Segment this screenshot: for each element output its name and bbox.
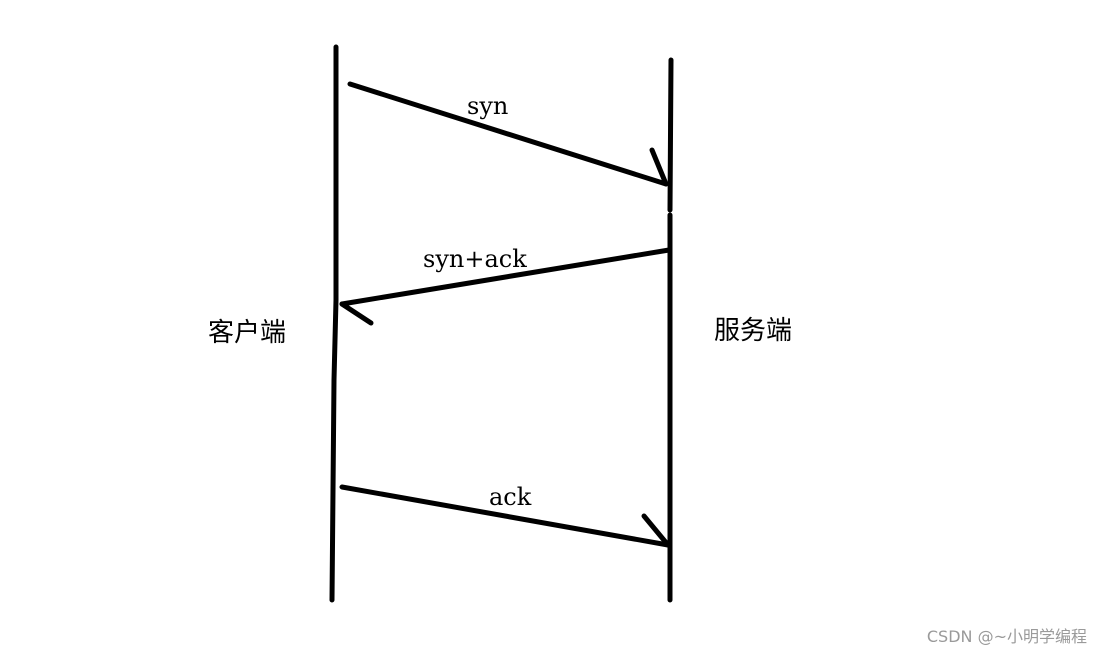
syn-arrowhead [649,147,669,187]
synack-arrow-line [339,247,672,307]
ack-arrowhead [641,513,671,548]
client-label: 客户端 [208,318,287,348]
client-lifeline [329,44,339,603]
syn-label: syn [467,92,509,120]
ack-arrow-line [339,484,671,548]
synack-arrowhead [339,301,374,326]
server-label: 服务端 [714,316,793,346]
synack-label: syn+ack [423,245,527,273]
ack-label: ack [489,483,532,511]
syn-arrow-line [347,81,669,187]
server-lifeline [667,57,674,603]
watermark: CSDN @~小明学编程 [926,627,1087,646]
